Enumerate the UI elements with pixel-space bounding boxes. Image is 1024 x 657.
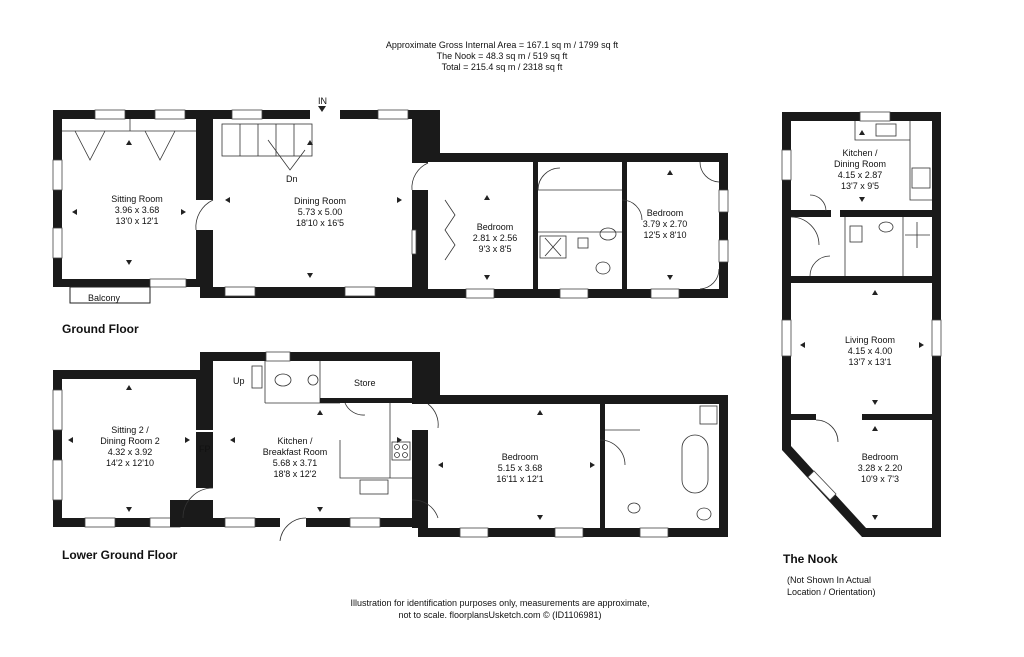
room-name: Bedroom [861, 452, 899, 462]
room-bedroom-ground-1: Bedroom 2.81 x 2.56 9'3 x 8'5 [460, 222, 530, 255]
nook-note: (Not Shown In Actual Location / Orientat… [787, 574, 876, 598]
room-name: Living Room [844, 335, 896, 345]
fireplace-label: FP [199, 444, 211, 454]
room-nook-living: Living Room 4.15 x 4.00 13'7 x 13'1 [830, 335, 910, 368]
room-name: Bedroom [501, 452, 539, 462]
room-metric: 4.15 x 4.00 [847, 346, 893, 356]
room-name-2: Dining Room [833, 159, 887, 169]
room-name: Sitting 2 / [111, 425, 149, 435]
room-name: Dining Room [293, 196, 347, 206]
room-nook-bedroom: Bedroom 3.28 x 2.20 10'9 x 7'3 [840, 452, 920, 485]
lower-ground-floor-walls [53, 352, 728, 537]
staircase [221, 123, 313, 171]
room-imperial: 16'11 x 12'1 [496, 474, 544, 484]
room-metric: 3.28 x 2.20 [857, 463, 903, 473]
room-metric: 3.96 x 3.68 [114, 205, 160, 215]
room-metric: 5.15 x 3.68 [497, 463, 543, 473]
room-name: Kitchen / [277, 436, 313, 446]
nook-label: The Nook [783, 552, 838, 566]
room-imperial: 13'7 x 9'5 [841, 181, 879, 191]
kitchen-counter [339, 403, 412, 479]
disclaimer-line-2: not to scale. floorplansUsketch.com © (I… [398, 610, 602, 620]
room-name: Kitchen / [842, 148, 878, 158]
room-name: Sitting Room [111, 194, 163, 204]
room-bedroom-lower: Bedroom 5.15 x 3.68 16'11 x 12'1 [480, 452, 560, 485]
room-bedroom-ground-2: Bedroom 3.79 x 2.70 12'5 x 8'10 [630, 208, 700, 241]
room-imperial: 18'8 x 12'2 [273, 469, 317, 479]
fireplace [196, 432, 213, 462]
room-metric: 3.79 x 2.70 [642, 219, 688, 229]
room-sitting-2: Sitting 2 / Dining Room 2 4.32 x 3.92 14… [85, 425, 175, 469]
stairs-down-label: Dn [286, 174, 298, 184]
room-name-2: Breakfast Room [262, 447, 328, 457]
balcony-label: Balcony [88, 293, 121, 303]
store-label: Store [354, 378, 376, 388]
room-name: Bedroom [646, 208, 684, 218]
lower-ground-floor-plan [52, 351, 728, 542]
nook-plan [781, 111, 942, 537]
room-dining-room: Dining Room 5.73 x 5.00 18'10 x 16'5 [270, 196, 370, 229]
entrance-label: IN [318, 96, 327, 106]
disclaimer-line-1: Illustration for identification purposes… [350, 598, 650, 608]
room-imperial: 14'2 x 12'10 [106, 458, 154, 468]
room-imperial: 18'10 x 16'5 [296, 218, 344, 228]
area-total-line-3: Total = 215.4 sq m / 2318 sq ft [441, 62, 563, 72]
room-kitchen-breakfast: Kitchen / Breakfast Room 5.68 x 3.71 18'… [240, 436, 350, 480]
room-imperial: 12'5 x 8'10 [643, 230, 687, 240]
nook-note-line-2: Location / Orientation) [787, 587, 876, 597]
disclaimer: Illustration for identification purposes… [330, 597, 670, 621]
room-metric: 5.73 x 5.00 [297, 207, 343, 217]
bathtub [681, 434, 709, 494]
room-imperial: 10'9 x 7'3 [861, 474, 899, 484]
lower-ground-floor-label: Lower Ground Floor [62, 548, 178, 562]
room-metric: 2.81 x 2.56 [472, 233, 518, 243]
room-imperial: 9'3 x 8'5 [478, 244, 512, 254]
room-metric: 4.32 x 3.92 [107, 447, 153, 457]
room-metric: 5.68 x 3.71 [272, 458, 318, 468]
room-imperial: 13'7 x 13'1 [848, 357, 892, 367]
entrance-arrow-icon [318, 106, 326, 112]
nook-note-line-1: (Not Shown In Actual [787, 575, 872, 585]
ground-floor-walls [53, 110, 728, 298]
room-imperial: 13'0 x 12'1 [115, 216, 159, 226]
ground-floor-plan [52, 109, 729, 304]
room-nook-kitchen: Kitchen / Dining Room 4.15 x 2.87 13'7 x… [820, 148, 900, 192]
area-total-line-2: The Nook = 48.3 sq m / 519 sq ft [436, 51, 568, 61]
area-total-line-1: Approximate Gross Internal Area = 167.1 … [385, 40, 619, 50]
ground-floor-label: Ground Floor [62, 322, 139, 336]
room-sitting-room: Sitting Room 3.96 x 3.68 13'0 x 12'1 [92, 194, 182, 227]
room-name: Bedroom [476, 222, 514, 232]
room-metric: 4.15 x 2.87 [837, 170, 883, 180]
room-name-2: Dining Room 2 [100, 436, 160, 446]
stairs-up-label: Up [233, 376, 245, 386]
balcony-outline [69, 286, 151, 304]
